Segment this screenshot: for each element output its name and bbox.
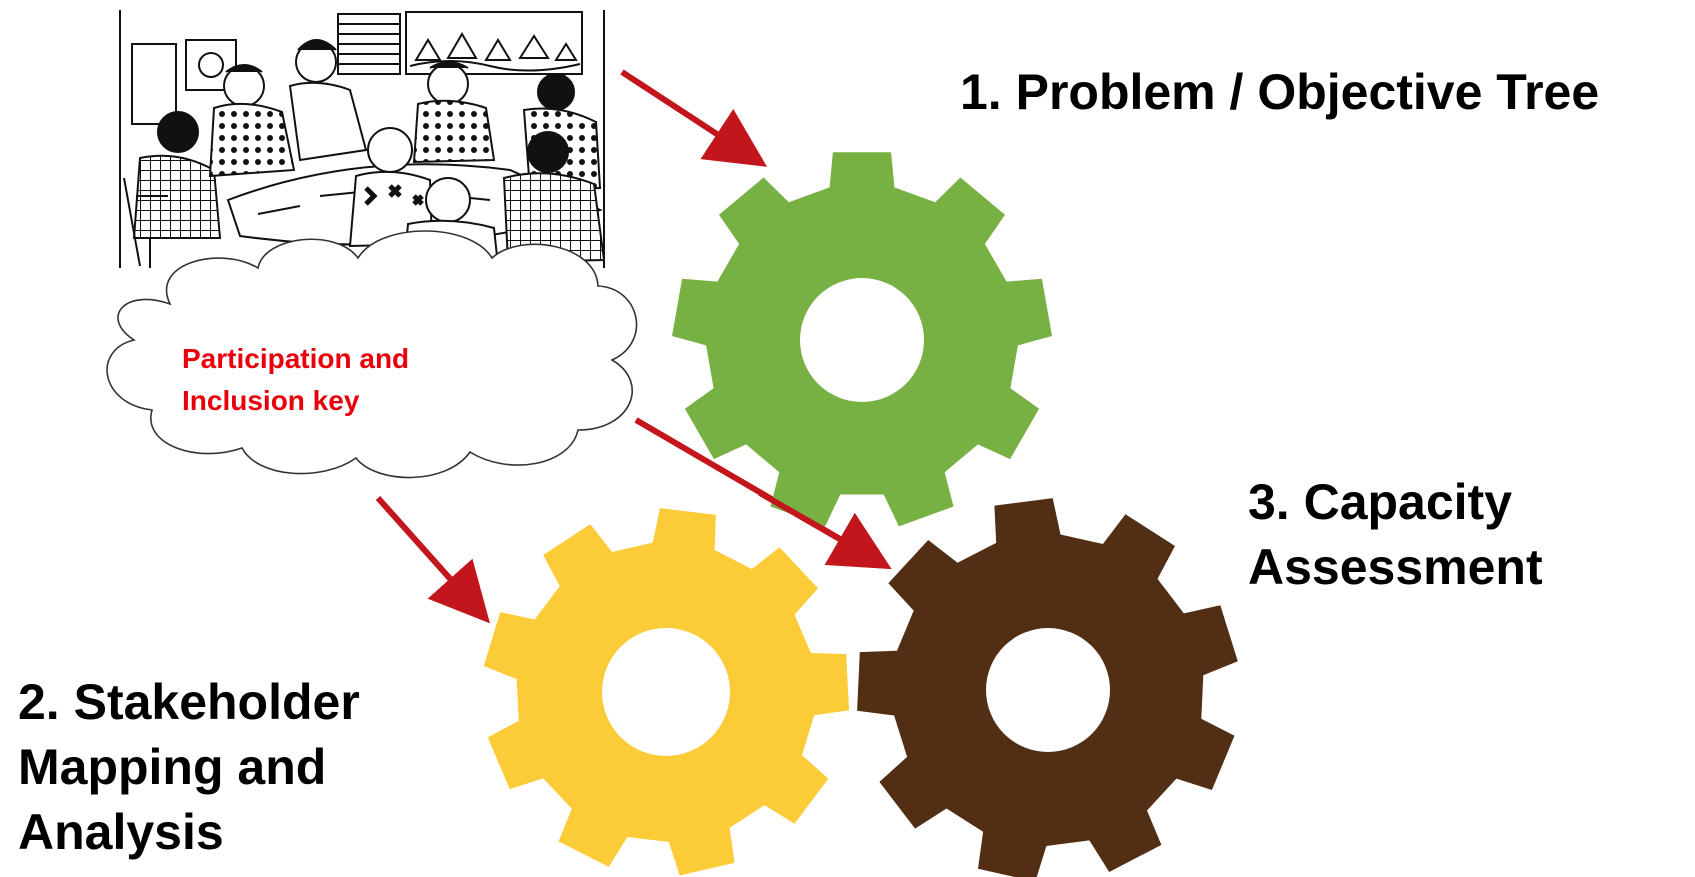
gear-problem-tree [672, 152, 1052, 527]
label-capacity-assessment: 3. Capacity Assessment [1248, 470, 1628, 600]
cloud-caption-line-1: Participation and [182, 343, 410, 374]
label-stakeholder-mapping: 2. Stakeholder Mapping and Analysis [18, 670, 438, 865]
label-stakeholder-line-1: 2. Stakeholder [18, 674, 360, 730]
arrow-to-stakeholder [375, 496, 490, 624]
gear-capacity-assessment [857, 498, 1238, 877]
arrow-to-problem-tree [620, 69, 768, 167]
community-meeting-illustration [119, 10, 606, 270]
cloud-caption-line-2: Inclusion key [182, 385, 360, 416]
label-problem-objective-tree: 1. Problem / Objective Tree [960, 64, 1600, 120]
label-stakeholder-line-3: Analysis [18, 804, 224, 860]
gear-stakeholder-mapping [483, 508, 850, 876]
label-capacity-line-1: 3. Capacity [1248, 474, 1513, 530]
label-stakeholder-line-2: Mapping and [18, 739, 327, 795]
arrow-to-capacity-overlay [758, 490, 892, 570]
thought-cloud [106, 230, 638, 479]
cloud-caption: Participation and Inclusion key [182, 338, 482, 422]
label-capacity-line-2: Assessment [1248, 539, 1543, 595]
